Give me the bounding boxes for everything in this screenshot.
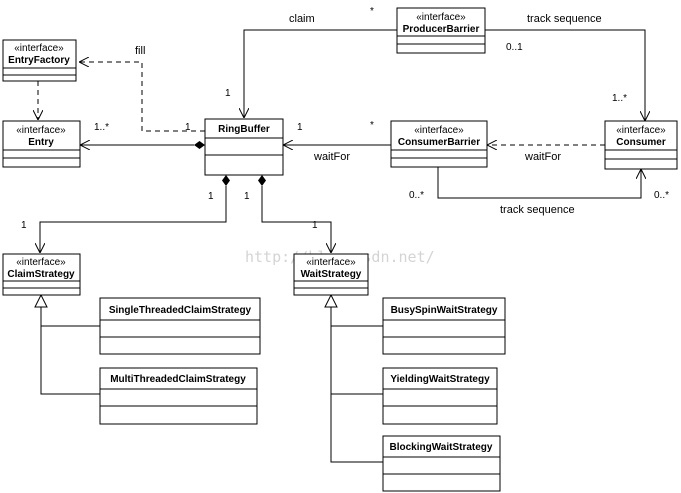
mult-wait-strategy-one: 1 xyxy=(312,220,318,231)
mult-claim-ring-one: 1 xyxy=(225,88,231,99)
consumer-stereotype: «interface» xyxy=(616,125,666,136)
ring-claim-composition xyxy=(40,186,227,253)
producer-barrier-stereotype: «interface» xyxy=(416,12,466,23)
label-track-sequence-bottom: track sequence xyxy=(500,204,575,216)
label-fill: fill xyxy=(135,45,145,57)
yielding-name: YieldingWaitStrategy xyxy=(390,374,490,385)
ring-claim-diamond xyxy=(222,175,230,186)
entry-name: Entry xyxy=(28,137,54,148)
consumer-barrier-name: ConsumerBarrier xyxy=(398,137,480,148)
claim-association xyxy=(244,29,397,118)
ring-wait-composition xyxy=(261,186,331,253)
entry-factory-stereotype: «interface» xyxy=(14,43,64,54)
class-ring-buffer: RingBuffer xyxy=(204,118,284,176)
wait-generalization-triangle xyxy=(324,293,338,308)
multi-threaded-name: MultiThreadedClaimStrategy xyxy=(110,374,246,385)
class-single-threaded-claim-strategy: SingleThreadedClaimStrategy xyxy=(99,297,261,355)
class-entry-factory: «interface» EntryFactory xyxy=(2,39,77,82)
producer-barrier-name: ProducerBarrier xyxy=(403,24,480,35)
wait-strategy-stereotype: «interface» xyxy=(306,257,356,268)
track-sequence-bottom-association xyxy=(437,167,641,199)
label-claim: claim xyxy=(289,13,315,25)
mult-ring-claim-one: 1 xyxy=(208,191,214,202)
ring-buffer-name: RingBuffer xyxy=(218,124,270,135)
consumer-barrier-stereotype: «interface» xyxy=(414,125,464,136)
ring-wait-diamond xyxy=(258,175,266,186)
class-entry: «interface» Entry xyxy=(2,120,81,168)
mult-track-top-consumer: 1..* xyxy=(612,93,627,104)
ring-entry-diamond xyxy=(194,141,205,149)
mult-consumer-many: 0..* xyxy=(654,190,669,201)
class-yielding-wait-strategy: YieldingWaitStrategy xyxy=(382,367,498,425)
mult-ring-waitstrat-one: 1 xyxy=(244,191,250,202)
mult-ring-wait-one: 1 xyxy=(297,122,303,133)
entry-factory-name: EntryFactory xyxy=(8,55,70,66)
claim-generalization-triangle xyxy=(34,293,48,308)
class-claim-strategy: «interface» ClaimStrategy xyxy=(2,253,81,296)
mult-claim-star: * xyxy=(370,6,374,17)
class-wait-strategy: «interface» WaitStrategy xyxy=(293,253,369,296)
mult-wait-consumer-barrier-star: * xyxy=(370,120,374,131)
class-busy-spin-wait-strategy: BusySpinWaitStrategy xyxy=(382,297,506,355)
mult-track-top-producer: 0..1 xyxy=(506,42,523,53)
class-consumer-barrier: «interface» ConsumerBarrier xyxy=(390,120,488,168)
class-producer-barrier: «interface» ProducerBarrier xyxy=(396,7,486,54)
single-threaded-name: SingleThreadedClaimStrategy xyxy=(109,305,252,316)
class-consumer: «interface» Consumer xyxy=(604,120,678,170)
label-waitfor-consumer: waitFor xyxy=(524,151,561,163)
busy-spin-name: BusySpinWaitStrategy xyxy=(391,305,498,316)
claim-strategy-name: ClaimStrategy xyxy=(7,269,75,280)
mult-consumer-barrier-many: 0..* xyxy=(409,190,424,201)
claim-generalization-line xyxy=(40,307,100,395)
class-blocking-wait-strategy: BlockingWaitStrategy xyxy=(382,435,501,492)
fill-dependency xyxy=(79,62,205,132)
blocking-name: BlockingWaitStrategy xyxy=(390,442,493,453)
wait-generalization-line xyxy=(330,307,383,463)
label-track-sequence-top: track sequence xyxy=(527,13,602,25)
wait-strategy-name: WaitStrategy xyxy=(301,269,362,280)
consumer-name: Consumer xyxy=(616,137,666,148)
entry-stereotype: «interface» xyxy=(16,125,66,136)
class-multi-threaded-claim-strategy: MultiThreadedClaimStrategy xyxy=(99,367,258,425)
mult-entry-many: 1..* xyxy=(94,122,109,133)
claim-strategy-stereotype: «interface» xyxy=(16,257,66,268)
track-sequence-association xyxy=(485,29,645,121)
label-waitfor-ring: waitFor xyxy=(313,151,350,163)
mult-claim-strategy-one: 1 xyxy=(21,220,27,231)
mult-ring-entry-one: 1 xyxy=(185,122,191,133)
